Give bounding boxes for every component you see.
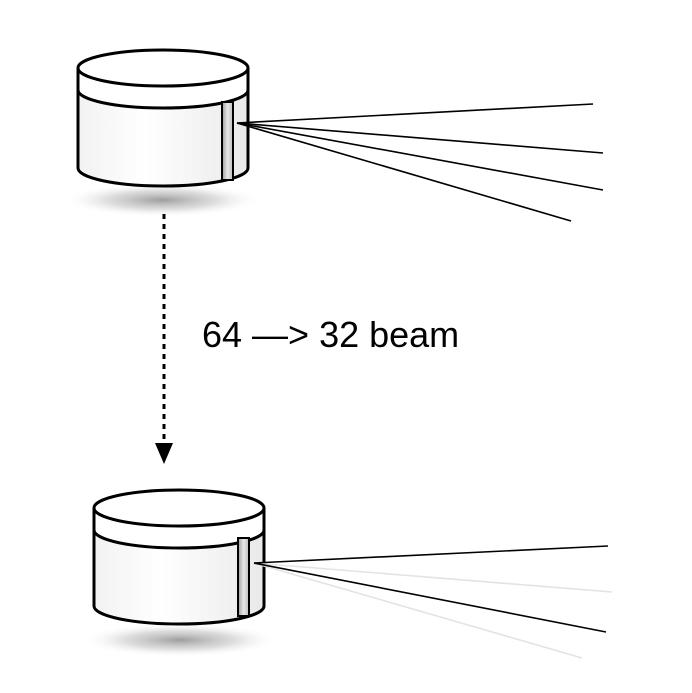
beam-reduction-label: 64 —> 32 beam bbox=[202, 314, 459, 355]
bottom-sensor-window bbox=[237, 537, 250, 617]
bottom-sensor-beams bbox=[253, 545, 613, 659]
bottom-beam-2 bbox=[253, 562, 607, 633]
bottom-beam-faded-1 bbox=[253, 562, 613, 593]
bottom-sensor-cap-top bbox=[92, 488, 266, 528]
top-beam-2 bbox=[236, 122, 604, 154]
top-beam-4 bbox=[236, 122, 572, 222]
top-beam-3 bbox=[236, 122, 604, 191]
top-beam-1 bbox=[236, 103, 594, 124]
top-sensor-cap-top bbox=[76, 48, 250, 88]
bottom-lidar-sensor bbox=[80, 488, 613, 659]
downward-dotted-arrow bbox=[155, 214, 173, 464]
bottom-sensor-body bbox=[92, 528, 266, 626]
arrow-head bbox=[155, 443, 173, 464]
bottom-beam-1 bbox=[253, 545, 609, 564]
top-lidar-sensor bbox=[62, 48, 604, 222]
bottom-beam-faded-2 bbox=[253, 562, 583, 659]
top-sensor-window bbox=[221, 101, 234, 181]
top-sensor-beams bbox=[236, 103, 604, 222]
top-sensor-body bbox=[76, 88, 250, 188]
top-sensor-shadow bbox=[62, 183, 262, 217]
bottom-sensor-shadow bbox=[80, 623, 280, 657]
